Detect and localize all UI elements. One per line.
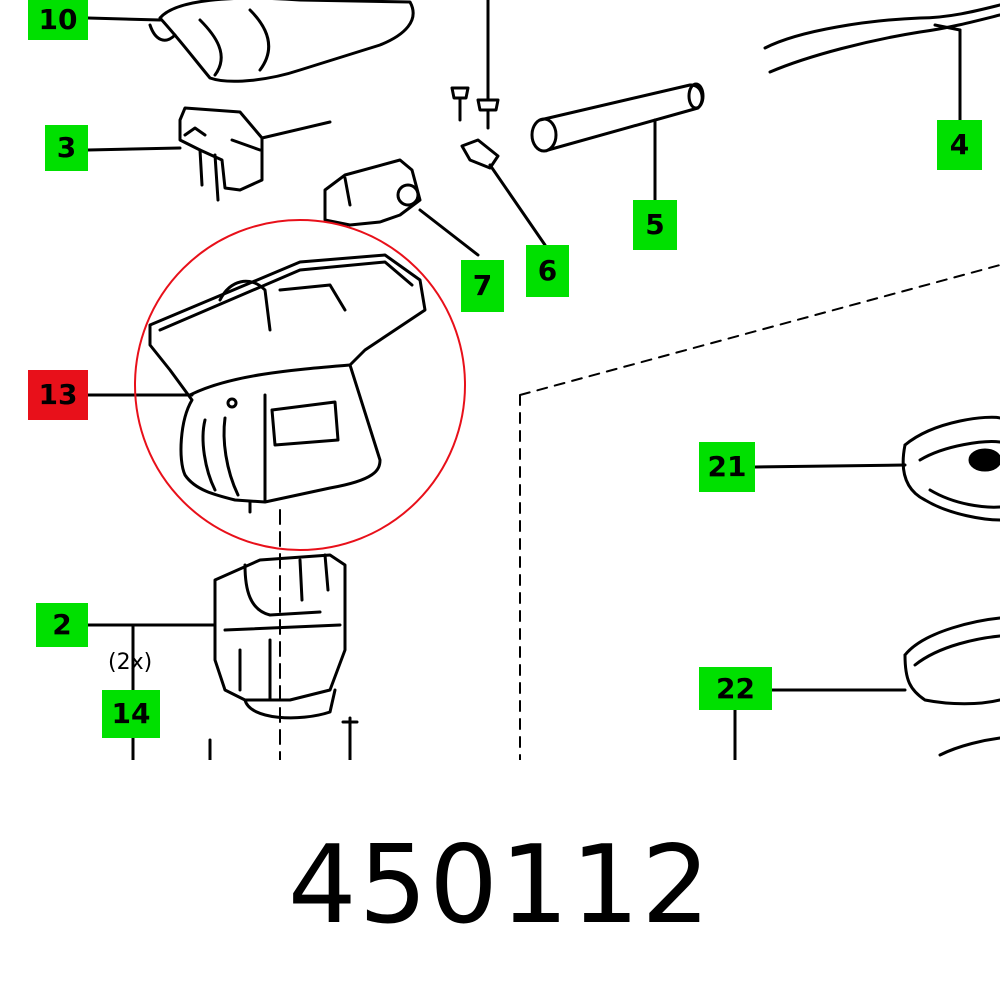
part-6-clip-drawing [460,138,547,247]
leader-10 [86,16,162,22]
part-13-housing-drawing [148,253,427,514]
callout-10[interactable]: 10 [28,0,88,40]
callout-14[interactable]: 14 [102,690,160,738]
leader-3 [86,146,182,152]
parts-drawing [86,0,1000,760]
highlight-circle [134,219,466,551]
part-5-tube-drawing [530,82,705,202]
leader-21 [753,463,907,469]
callout-4[interactable]: 4 [937,120,982,170]
callout-3[interactable]: 3 [45,125,88,171]
part-7-brush-holder-drawing [323,158,480,257]
part-22-drawing [903,616,1000,757]
callout-21[interactable]: 21 [699,442,755,492]
dashed-enclosure [519,264,1000,760]
callout-13[interactable]: 13 [28,370,88,420]
part-4-cable-drawing [763,3,1000,122]
callout-2[interactable]: 2 [36,603,88,647]
part-2-stator-drawing [213,553,347,720]
part-number: 450112 [287,822,713,948]
callout-6[interactable]: 6 [526,245,569,297]
bottom-screws-drawing [208,716,359,760]
screws-drawing [450,0,500,130]
quantity-note: (2x) [108,650,153,675]
part-10-cover-drawing [148,0,415,83]
callout-7[interactable]: 7 [461,260,504,312]
part-3-switch-drawing [178,106,332,202]
part-21-drawing [901,415,1000,522]
callout-5[interactable]: 5 [633,200,677,250]
callout-22[interactable]: 22 [699,667,772,710]
